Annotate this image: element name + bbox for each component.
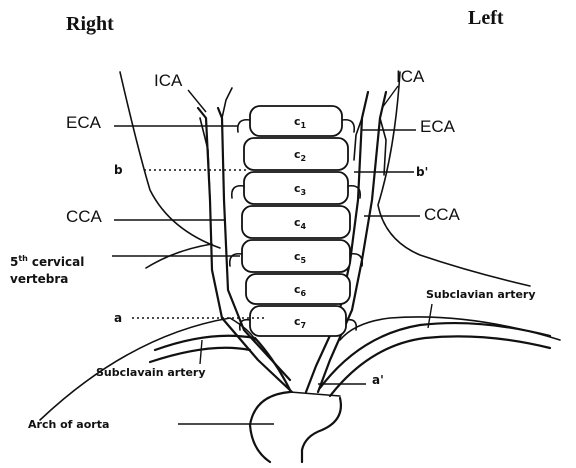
vertebra-word: vertebra	[10, 272, 68, 286]
ica-left-label: ICA	[396, 67, 425, 86]
point-a-prime-label: a'	[372, 373, 384, 387]
cca-left-label: CCA	[424, 205, 461, 224]
point-a-label: a	[114, 311, 122, 325]
subclavian-arteries	[150, 323, 550, 396]
ica-right-label: ICA	[154, 71, 183, 90]
subclavian-left-label: Subclavian artery	[426, 288, 536, 301]
subclavian-right-label: Subclavain artery	[96, 366, 206, 379]
eca-left-label: ECA	[420, 117, 456, 136]
cca-right-label: CCA	[66, 207, 103, 226]
right-side-label: Right	[66, 13, 114, 35]
point-b-prime-label: b'	[416, 165, 428, 179]
left-side-label: Left	[468, 7, 504, 29]
aortic-arch-label: Arch of aorta	[28, 418, 109, 431]
eca-right-label: ECA	[66, 113, 102, 132]
aortic-arch	[250, 392, 341, 462]
point-b-label: b	[114, 163, 123, 177]
